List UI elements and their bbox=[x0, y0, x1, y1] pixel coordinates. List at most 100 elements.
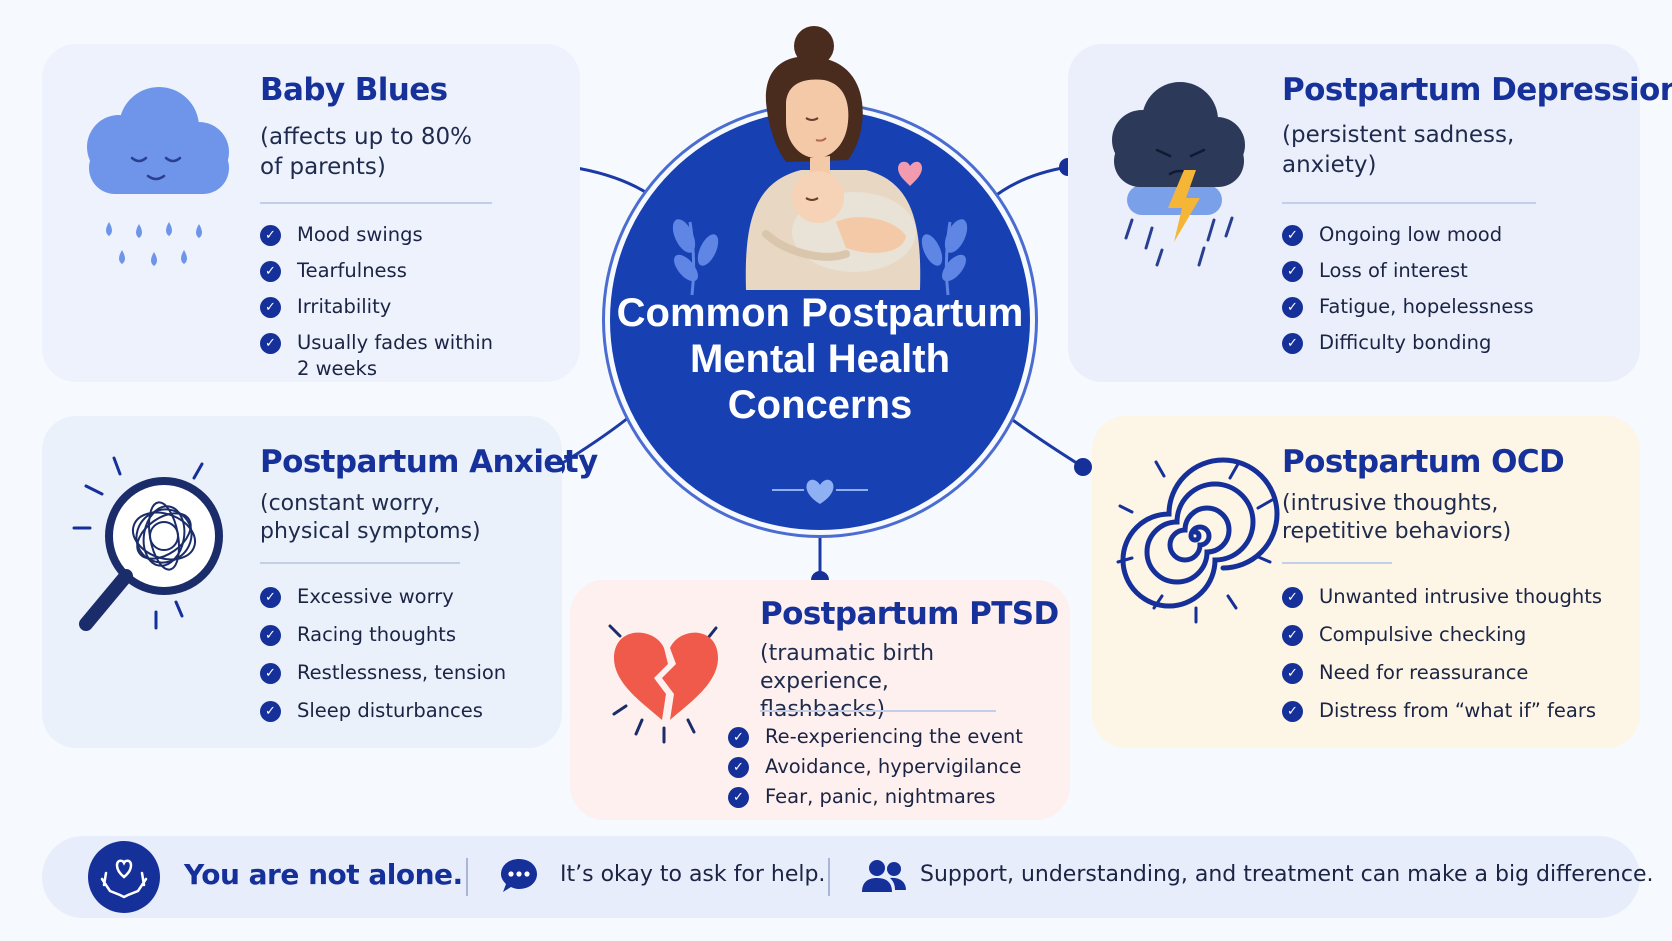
ocd-title: Postpartum OCD bbox=[1282, 444, 1565, 480]
check-icon: ✓ bbox=[1282, 663, 1303, 684]
anxiety-subtitle: (constant worry, physical symptoms) bbox=[260, 490, 481, 546]
connector-depression bbox=[989, 165, 1069, 202]
list-item-label: Restlessness, tension bbox=[297, 661, 507, 684]
check-icon: ✓ bbox=[728, 757, 749, 778]
depression-title: Postpartum Depression bbox=[1282, 72, 1672, 108]
list-item: ✓ Fatigue, hopelessness bbox=[1282, 294, 1534, 320]
heart-bottom-icon bbox=[772, 479, 868, 504]
depression-symptom-list: ✓Ongoing low mood ✓ Loss of interest ✓ Fat… bbox=[1282, 222, 1534, 366]
list-item-label: Fear, panic, nightmares bbox=[765, 785, 996, 808]
broken-heart-icon bbox=[608, 624, 718, 744]
banner-support-text: Support, understanding, and treatment ca… bbox=[920, 862, 1654, 887]
list-item-label: 2 weeks bbox=[297, 357, 377, 380]
banner-divider-1 bbox=[466, 858, 468, 896]
list-item: ✓Excessive worry bbox=[260, 584, 506, 610]
list-item-label: Avoidance, hypervigilance bbox=[765, 755, 1022, 778]
ptsd-divider bbox=[760, 710, 996, 712]
mother-baby-illustration bbox=[745, 26, 923, 290]
baby-blues-title: Baby Blues bbox=[260, 72, 448, 108]
baby-blues-symptom-list: ✓Mood swings ✓Tearfulness ✓Irritability … bbox=[260, 222, 493, 392]
check-icon: ✓ bbox=[260, 297, 281, 318]
ptsd-title: Postpartum PTSD bbox=[760, 596, 1059, 632]
leaf-left-icon bbox=[672, 219, 719, 296]
storm-cloud-icon bbox=[1112, 82, 1245, 267]
check-icon: ✓ bbox=[260, 261, 281, 282]
check-icon: ✓ bbox=[1282, 701, 1303, 722]
people-icon bbox=[862, 860, 906, 892]
card-postpartum-ptsd: Postpartum PTSD (traumatic birth experie… bbox=[570, 580, 1070, 820]
ptsd-subtitle-line-1: (traumatic birth experience, bbox=[760, 641, 935, 694]
list-item: ✓ Compulsive checking bbox=[1282, 622, 1602, 648]
card-postpartum-depression: Postpartum Depression (persistent sadnes… bbox=[1068, 44, 1672, 382]
ocd-subtitle-line-1: (intrusive thoughts, bbox=[1282, 491, 1499, 516]
list-item: ✓Ongoing low mood bbox=[1282, 222, 1534, 248]
check-icon: ✓ bbox=[260, 625, 281, 646]
check-icon: ✓ bbox=[728, 787, 749, 808]
anxiety-title: Postpartum Anxiety bbox=[260, 444, 598, 480]
baby-blues-subtitle-line-2: of parents) bbox=[260, 154, 386, 180]
list-item-label: Usually fades within bbox=[297, 331, 494, 354]
check-icon: ✓ bbox=[1282, 225, 1303, 246]
anxiety-divider bbox=[260, 562, 460, 564]
list-item-label: Unwanted intrusive thoughts bbox=[1319, 585, 1603, 608]
support-banner: You are not alone. It’s okay to ask for … bbox=[42, 836, 1653, 918]
check-icon: ✓ bbox=[1282, 261, 1303, 282]
banner-divider-2 bbox=[828, 858, 830, 896]
card-baby-blues: Baby Blues (affects up to 80% of parents… bbox=[42, 44, 580, 382]
baby-blues-divider bbox=[260, 202, 492, 204]
list-item: ✓ Distress from “what if” fears bbox=[1282, 698, 1602, 724]
banner-help-text: It’s okay to ask for help. bbox=[560, 862, 826, 887]
depression-divider bbox=[1282, 202, 1536, 204]
list-item: ✓ Racing thoughts bbox=[260, 622, 506, 648]
baby-blues-subtitle-line-1: (affects up to 80% bbox=[260, 124, 473, 150]
ptsd-symptom-list: ✓ Re-experiencing the event ✓ Avoidance, h… bbox=[728, 724, 1023, 820]
connector-baby-blues bbox=[570, 165, 651, 197]
list-item-label: Need for reassurance bbox=[1319, 661, 1529, 684]
ptsd-subtitle: (traumatic birth experience, flashbacks) bbox=[760, 640, 1070, 724]
banner-headline: You are not alone. bbox=[184, 858, 463, 891]
ocd-symptom-list: ✓ Unwanted intrusive thoughts ✓ Compulsive… bbox=[1282, 584, 1602, 734]
list-item-label: Compulsive checking bbox=[1319, 623, 1527, 646]
baby-blues-subtitle: (affects up to 80% of parents) bbox=[260, 122, 472, 182]
check-icon: ✓ bbox=[728, 727, 749, 748]
depression-subtitle: (persistent sadness, anxiety) bbox=[1282, 120, 1514, 180]
list-item: ✓Sleep disturbances bbox=[260, 698, 506, 724]
list-item-label: Racing thoughts bbox=[297, 623, 456, 646]
connector-anxiety bbox=[555, 416, 629, 469]
ptsd-subtitle-line-2: flashbacks) bbox=[760, 697, 886, 722]
list-item: ✓ Fear, panic, nightmares bbox=[728, 784, 1023, 810]
list-item: ✓Difficulty bonding bbox=[1282, 330, 1534, 356]
list-item-label: Distress from “what if” fears bbox=[1319, 699, 1596, 722]
leaf-right-icon bbox=[921, 219, 968, 296]
anxiety-subtitle-line-2: physical symptoms) bbox=[260, 519, 481, 544]
list-item-label: Excessive worry bbox=[297, 585, 454, 608]
list-item: ✓ Avoidance, hypervigilance bbox=[728, 754, 1023, 780]
depression-subtitle-line-2: anxiety) bbox=[1282, 152, 1377, 178]
card-postpartum-ocd: Postpartum OCD (intrusive thoughts, repe… bbox=[1092, 416, 1640, 748]
list-item: ✓ Tearfulness bbox=[260, 258, 493, 284]
anxiety-subtitle-line-1: (constant worry, bbox=[260, 491, 441, 516]
list-item-label: Re-experiencing the event bbox=[765, 725, 1023, 748]
ocd-subtitle-line-2: repetitive behaviors) bbox=[1282, 519, 1512, 544]
list-item-label: Mood swings bbox=[297, 223, 423, 246]
list-item: ✓ Re-experiencing the event bbox=[728, 724, 1023, 750]
ocd-subtitle: (intrusive thoughts, repetitive behavior… bbox=[1282, 490, 1511, 546]
check-icon: ✓ bbox=[260, 663, 281, 684]
ocd-divider bbox=[1282, 562, 1392, 564]
check-icon: ✓ bbox=[1282, 625, 1303, 646]
check-icon: ✓ bbox=[1282, 587, 1303, 608]
list-item-label: Tearfulness bbox=[297, 259, 407, 282]
list-item-label: Loss of interest bbox=[1319, 259, 1468, 282]
list-item: ✓ Unwanted intrusive thoughts bbox=[1282, 584, 1602, 610]
depression-subtitle-line-1: (persistent sadness, bbox=[1282, 122, 1515, 148]
list-item: ✓Usually fades within bbox=[260, 330, 493, 356]
card-postpartum-anxiety: Postpartum Anxiety (constant worry, phys… bbox=[42, 416, 598, 748]
check-icon: ✓ bbox=[1282, 297, 1303, 318]
hands-heart-icon bbox=[88, 841, 160, 913]
list-item: ✓Irritability bbox=[260, 294, 493, 320]
list-item-continuation: 2 weeks bbox=[260, 356, 493, 382]
list-item-label: Fatigue, hopelessness bbox=[1319, 295, 1534, 318]
list-item-label: Difficulty bonding bbox=[1319, 331, 1492, 354]
check-icon: ✓ bbox=[260, 701, 281, 722]
anxiety-symptom-list: ✓Excessive worry ✓Racing thoughts ✓Restl… bbox=[260, 584, 506, 734]
